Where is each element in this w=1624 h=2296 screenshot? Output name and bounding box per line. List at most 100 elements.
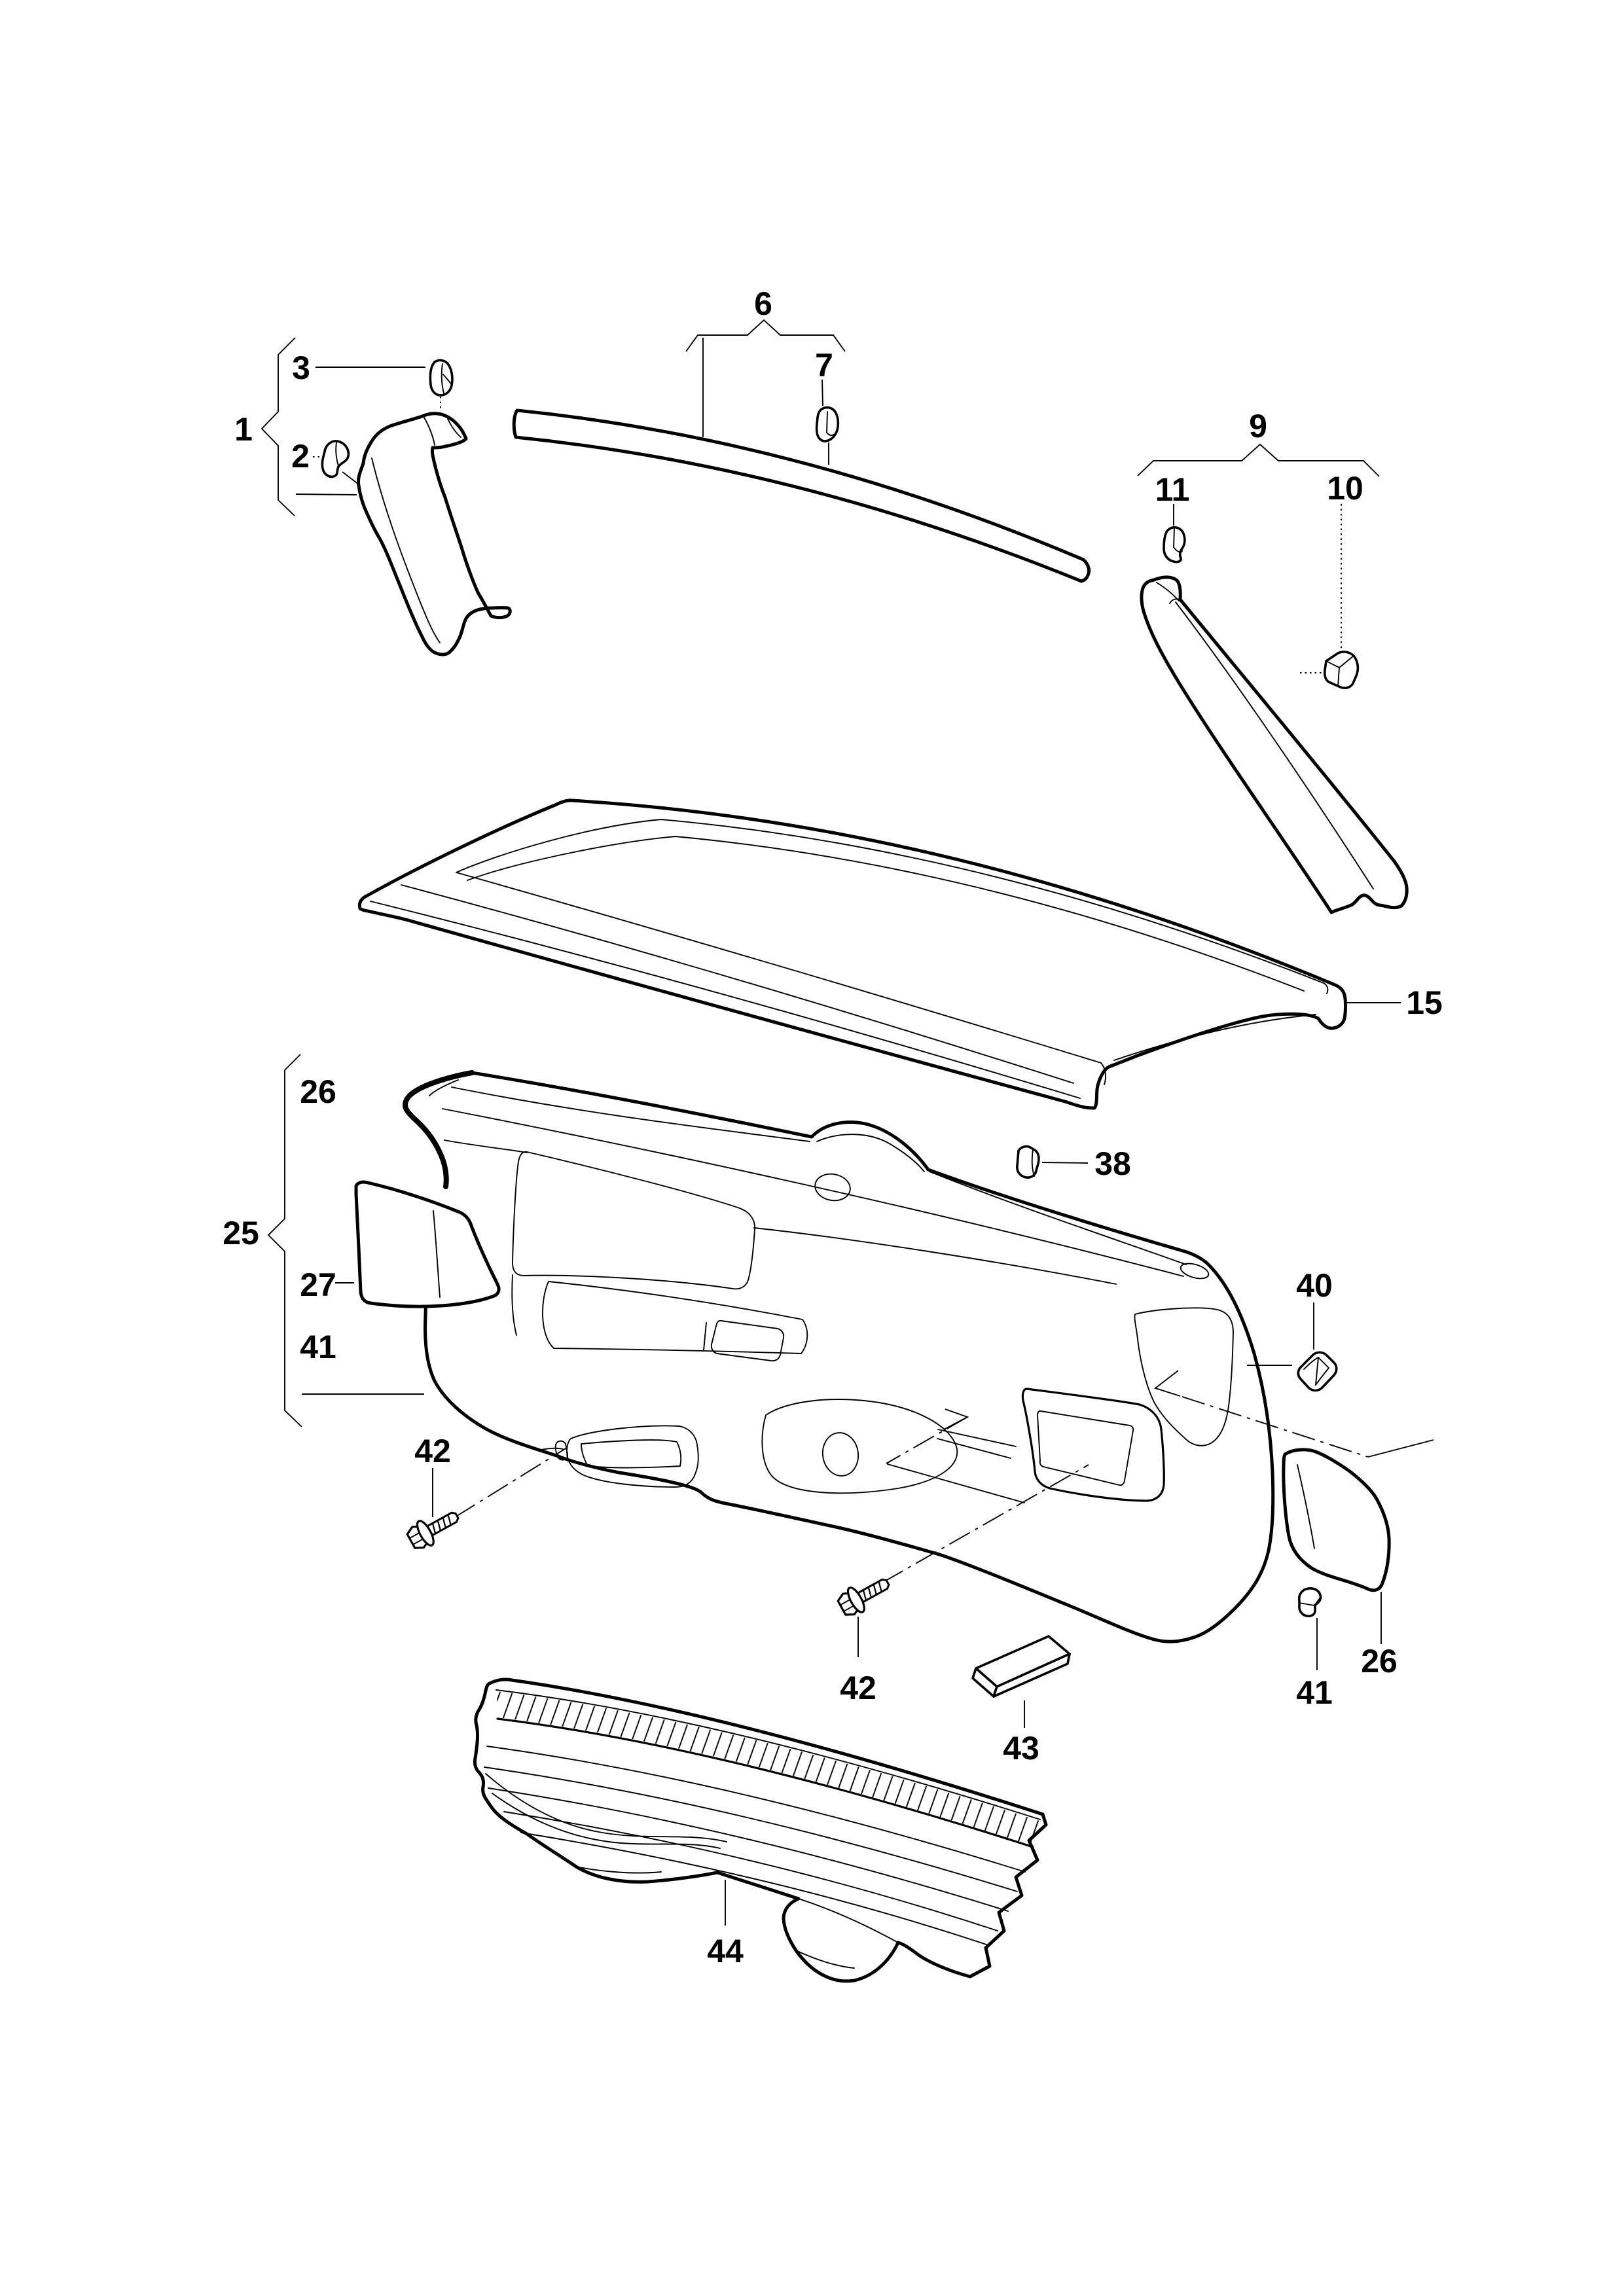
part-corner-cover-26-right — [1282, 1448, 1391, 1644]
part-sill-trim-detail-line-7 — [488, 1787, 1009, 1912]
clip-2 — [321, 440, 350, 478]
callout-42-15: 42 — [414, 1433, 451, 1469]
callout-41-19: 41 — [1296, 1674, 1333, 1711]
bracket-group-9-leader-line-1 — [1137, 443, 1380, 477]
part-sill-trim-detail-line-5 — [486, 1746, 1026, 1873]
bracket-group-6 — [685, 319, 846, 465]
part-parcel-shelf-outline-1 — [357, 798, 1347, 1110]
part-tailgate-trim-panel-detail-line-14 — [710, 1319, 785, 1362]
callout-38-13: 38 — [1094, 1145, 1131, 1182]
callout-3-2: 3 — [292, 350, 310, 386]
part-corner-cover-26-left-stroke-1 — [402, 1070, 475, 1189]
callout-40-14: 40 — [1296, 1267, 1333, 1304]
clip-3-detail-line-2 — [441, 363, 444, 394]
part-tailgate-trim-panel-detail-line-16 — [761, 1399, 958, 1494]
clip-41-right-detail-line-3 — [1314, 1598, 1320, 1605]
part-sill-trim-detail-line-8 — [503, 1811, 998, 1931]
part-parcel-shelf-detail-line-2 — [456, 819, 1329, 994]
clip-3-detail-line-3 — [442, 374, 452, 386]
clip-40 — [1247, 1302, 1338, 1392]
part-sill-trim-detail-line-9 — [520, 1832, 989, 1946]
part-tailgate-trim-panel-detail-line-15 — [703, 1322, 707, 1351]
part-parcel-shelf — [357, 798, 1401, 1110]
screw-42-center-glyph — [834, 1569, 895, 1621]
bracket-group-1-leader-line-1 — [261, 337, 296, 516]
bracket-group-25 — [267, 1054, 424, 1427]
part-tailgate-trim-panel-detail-line-4 — [929, 1171, 1187, 1265]
part-cover-flap-27 — [354, 1180, 501, 1308]
part-tailgate-trim-panel-detail-line-25 — [581, 1439, 682, 1469]
callout-44-20: 44 — [707, 1933, 744, 1969]
clip-40-detail-line-3 — [1315, 1357, 1319, 1386]
part-tailgate-trim-panel-detail-line-13 — [542, 1281, 808, 1354]
part-tailgate-trim-panel-detail-line-9 — [814, 1173, 851, 1202]
mounting-chain-lines-chain-line-4 — [886, 1416, 968, 1464]
mounting-chain-lines-leader-line-7 — [1367, 1439, 1434, 1458]
bracket-group-25-leader-line-1 — [267, 1054, 302, 1427]
part-tailgate-trim-panel-detail-line-17 — [821, 1432, 859, 1477]
part-tailgate-trim-panel-outline-2 — [424, 1071, 1275, 1643]
part-parcel-shelf-detail-line-6 — [370, 901, 1081, 1099]
part-parcel-shelf-detail-line-4 — [456, 872, 1106, 1085]
part-sill-trim-detail-line-10 — [485, 1773, 727, 1842]
clip-2-detail-line-2 — [335, 442, 339, 467]
part-cover-flap-27-detail-line-2 — [433, 1210, 441, 1298]
clip-41-right-outline-1 — [1297, 1587, 1322, 1617]
callout-2-1: 2 — [291, 438, 310, 475]
clip-10-outline-1 — [1323, 651, 1360, 689]
part-sill-trim-hatch-fill-4 — [496, 1691, 1039, 1846]
part-tailgate-trim-panel-detail-line-3 — [451, 1086, 810, 1142]
part-pillar-trim-left-detail-line-2 — [371, 457, 441, 643]
callout-6-3: 6 — [754, 285, 772, 322]
part-tailgate-trim-panel-stroke-21 — [1021, 1388, 1165, 1502]
part-parcel-shelf-detail-line-5 — [401, 884, 1074, 1084]
part-tailgate-trim-panel-detail-line-20 — [887, 1463, 1025, 1503]
part-window-trim-strip — [512, 408, 1091, 583]
part-tailgate-trim-panel-detail-line-8 — [816, 1134, 925, 1172]
callout-9-5: 9 — [1249, 408, 1267, 444]
mounting-chain-lines-chain-line-2 — [882, 1464, 1089, 1583]
clip-11 — [1163, 526, 1186, 564]
callout-27-11: 27 — [300, 1266, 336, 1303]
clip-11-detail-line-3 — [1173, 547, 1183, 553]
callout-42-16: 42 — [840, 1670, 876, 1706]
mounting-chain-lines — [454, 1370, 1434, 1583]
clip-10 — [1323, 651, 1360, 689]
clip-7-detail-line-3 — [826, 432, 837, 437]
clip-38-outline-1 — [1016, 1145, 1040, 1179]
clip-41-right-detail-line-2 — [1299, 1602, 1315, 1606]
callout-11-7: 11 — [1155, 471, 1190, 508]
part-tailgate-trim-panel-detail-line-24 — [566, 1425, 699, 1488]
part-tailgate-trim-panel-detail-line-11 — [512, 1151, 755, 1290]
callout-26-18: 26 — [1361, 1643, 1398, 1679]
part-pillar-trim-right-detail-line-2 — [1175, 601, 1374, 889]
callout-1-0: 1 — [234, 411, 253, 448]
part-tailgate-trim-panel-detail-line-12 — [511, 1274, 517, 1336]
part-sill-trim-detail-line-2 — [496, 1689, 1041, 1820]
part-tailgate-trim-panel-detail-line-10 — [1180, 1263, 1210, 1280]
part-tailgate-trim-panel-detail-line-6 — [444, 1139, 528, 1153]
bracket-group-1-leader-line-5 — [342, 471, 359, 485]
callout-25-9: 25 — [223, 1215, 259, 1251]
part-pillar-trim-right-outline-1 — [1140, 575, 1409, 914]
part-tailgate-trim-panel — [424, 1071, 1275, 1643]
part-tailgate-trim-panel-detail-line-19 — [937, 1438, 1011, 1459]
part-sill-trim-detail-line-14 — [575, 1866, 662, 1874]
clip-2-outline-1 — [321, 440, 350, 478]
mounting-chain-lines-chain-line-6 — [1182, 1396, 1369, 1458]
part-pillar-trim-right — [1140, 575, 1409, 914]
part-foam-buffer-outline-3 — [992, 1653, 1071, 1698]
part-corner-cover-26-right-outline-1 — [1282, 1448, 1391, 1592]
callout-10-6: 10 — [1327, 470, 1363, 507]
part-pillar-trim-left-detail-line-4 — [447, 418, 461, 438]
bracket-group-9 — [1137, 443, 1380, 673]
part-tailgate-trim-panel-detail-line-18 — [937, 1429, 1017, 1447]
mounting-chain-lines-chain-line-1 — [454, 1447, 568, 1518]
part-tailgate-trim-panel-detail-line-23 — [1134, 1307, 1234, 1446]
part-pillar-trim-left-detail-line-3 — [424, 417, 435, 446]
part-tailgate-trim-panel-detail-line-22 — [1037, 1410, 1134, 1486]
mounting-chain-lines-leader-line-5 — [1153, 1370, 1181, 1397]
